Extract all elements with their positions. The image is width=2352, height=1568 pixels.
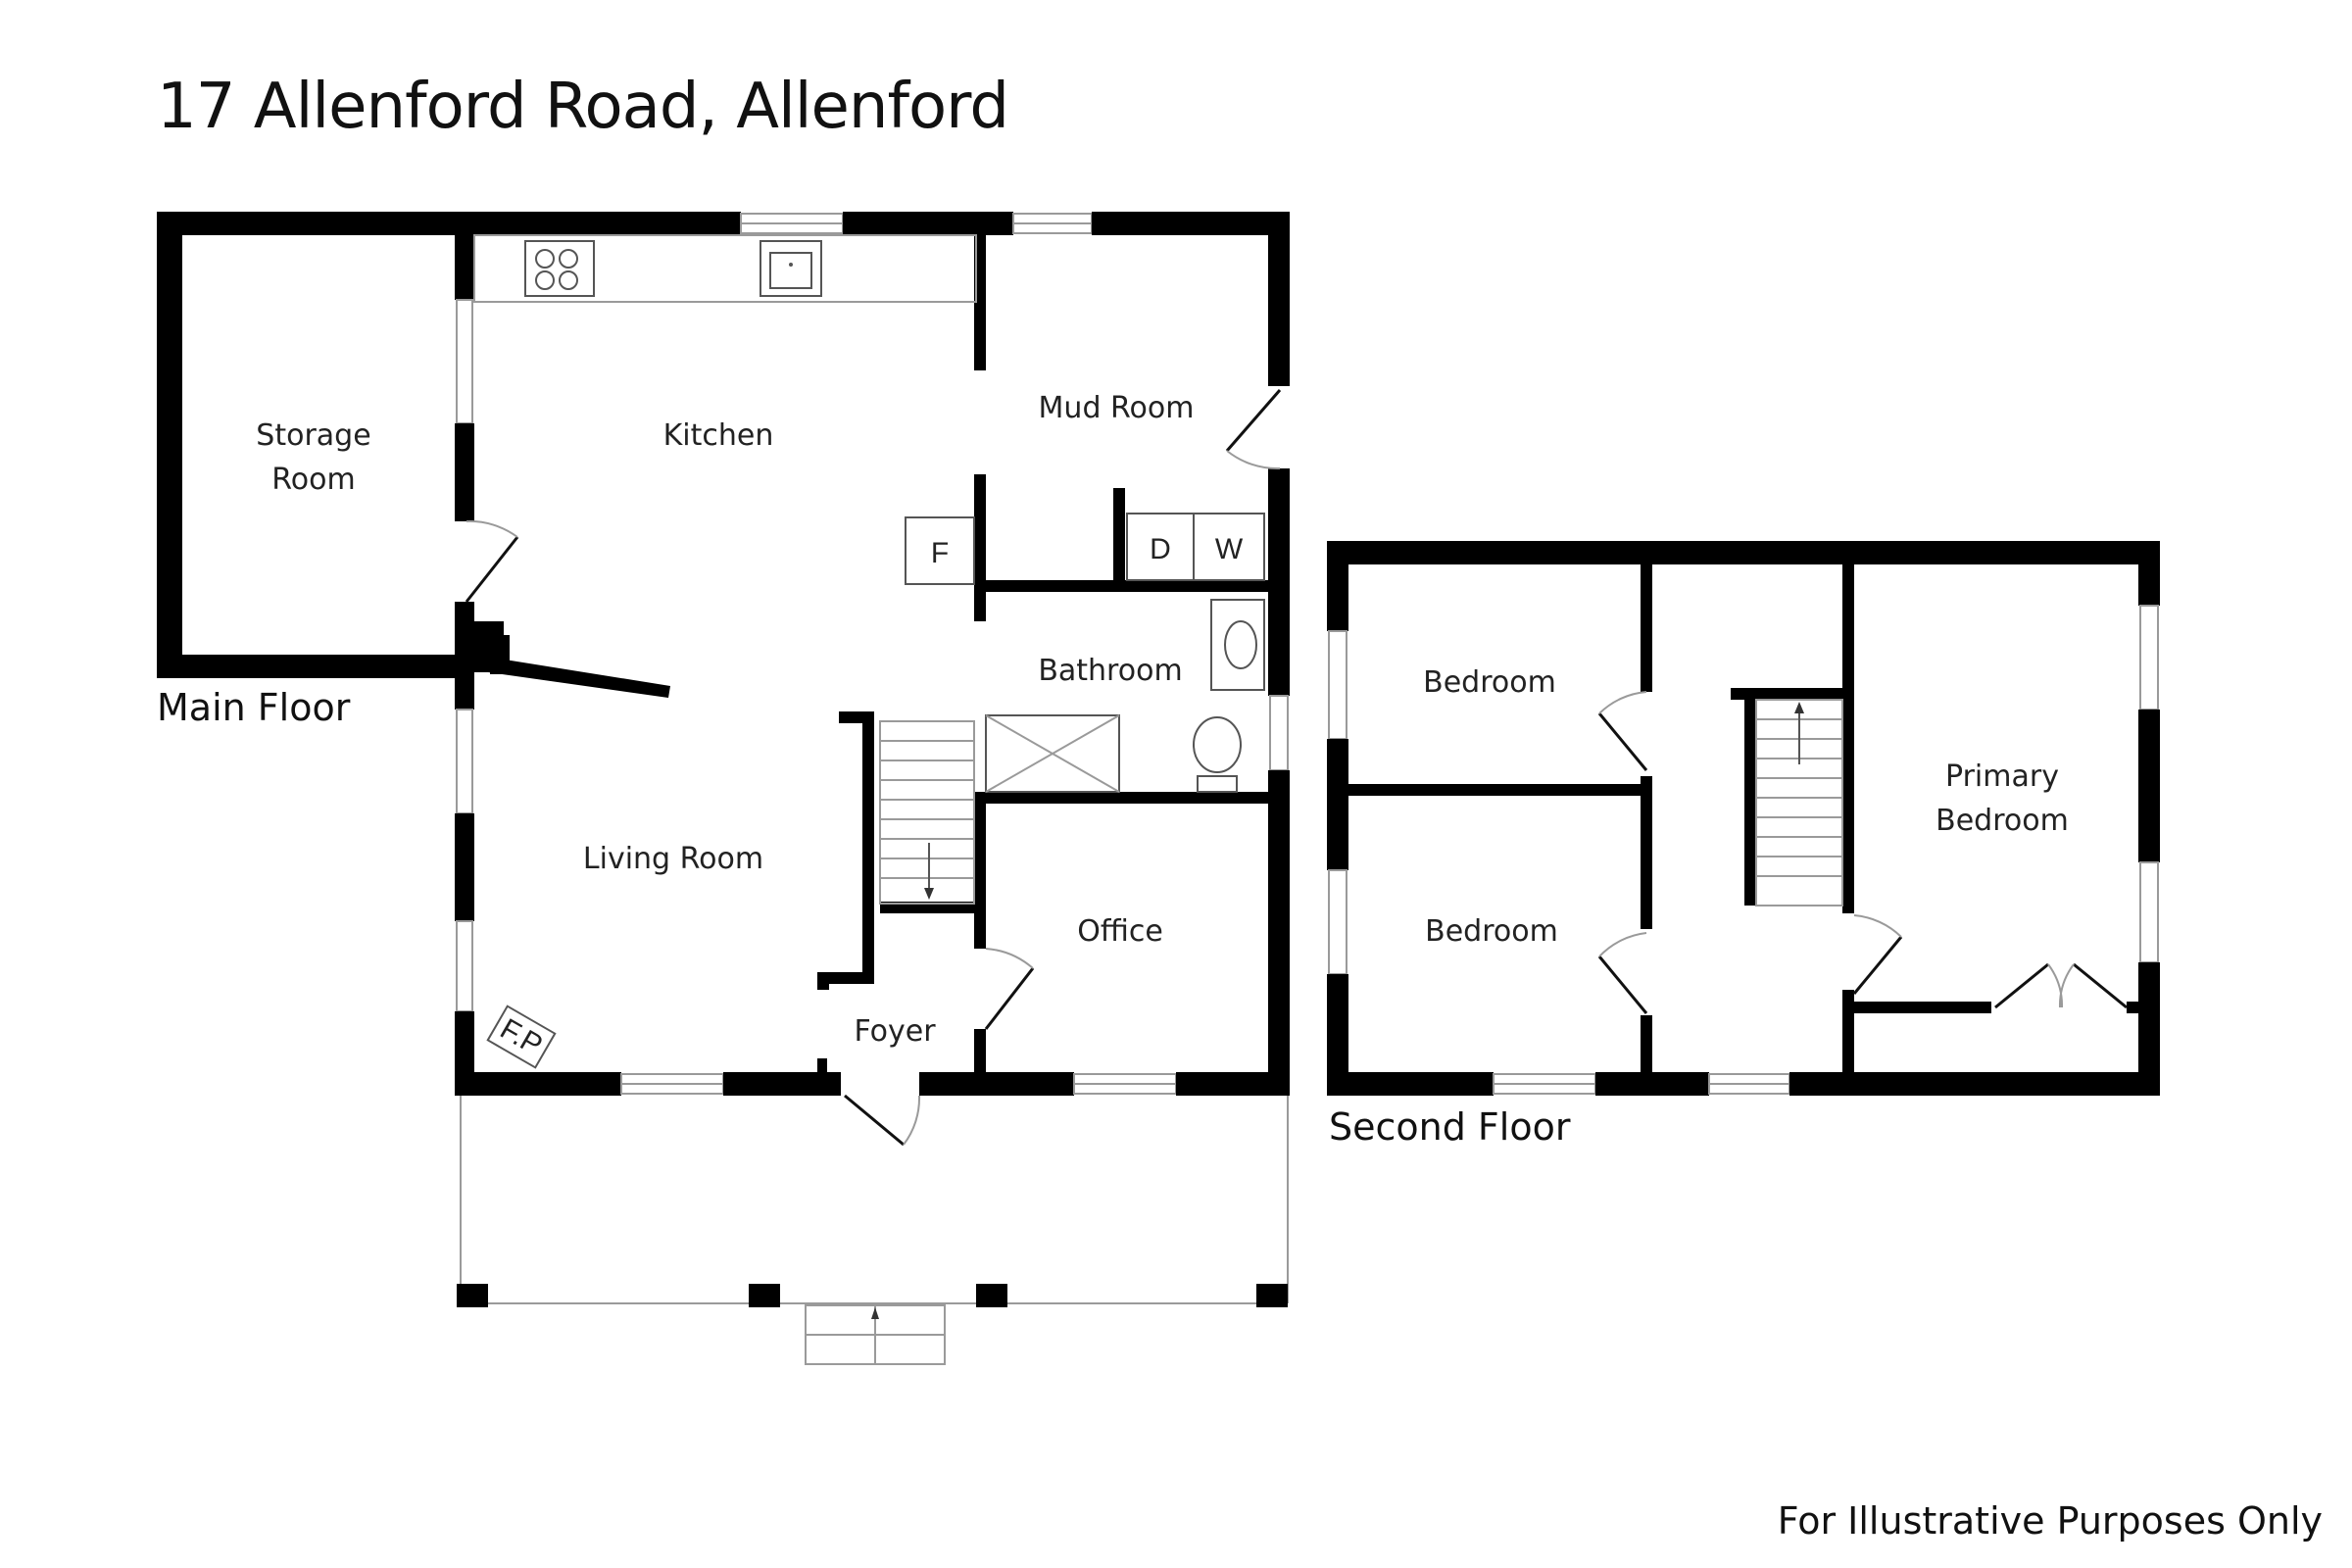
room-label-kitchen: Kitchen <box>663 418 774 453</box>
main-exterior-walls <box>451 212 1290 1096</box>
shower-icon <box>985 714 1120 793</box>
second-stairs <box>1755 699 1843 906</box>
primary-window-lower <box>2139 861 2159 963</box>
room-label-storage-2: Room <box>271 463 355 497</box>
room-label-primary: Primary <box>1945 760 2059 794</box>
room-label-mud-room: Mud Room <box>1039 391 1195 425</box>
bathroom-window <box>1269 695 1289 771</box>
front-porch <box>457 1096 1289 1365</box>
storage-room-walls <box>157 212 463 678</box>
bathroom-sink-icon <box>1210 599 1265 691</box>
kitchen-fixtures <box>473 234 977 303</box>
main-doors <box>465 389 1282 1147</box>
fireplace-fixture: F.P <box>486 1004 557 1069</box>
room-label-bathroom: Bathroom <box>1038 654 1182 688</box>
main-floor-plan: F D W <box>157 212 1290 1365</box>
fridge-label: F <box>931 537 949 569</box>
dryer-label: D <box>1150 533 1171 565</box>
second-exterior-walls <box>1327 541 2160 1096</box>
room-label-bedroom-top: Bedroom <box>1423 665 1556 700</box>
main-floor-label: Main Floor <box>157 686 351 729</box>
room-label-bedroom-bottom: Bedroom <box>1425 914 1558 949</box>
kitchen-side-window <box>456 299 473 424</box>
stove-icon <box>524 240 595 297</box>
room-label-storage: Storage <box>256 418 370 453</box>
second-doors <box>1597 691 2128 1014</box>
living-window-lower <box>456 920 473 1012</box>
second-floor-label: Second Floor <box>1329 1105 1571 1149</box>
kitchen-sink-icon <box>760 240 822 297</box>
main-stairs <box>879 720 975 905</box>
main-room-labels: Storage Room Kitchen Mud Room Bathroom L… <box>256 391 1194 1049</box>
fridge-fixture: F <box>905 516 975 585</box>
bathroom-fixtures <box>985 599 1265 793</box>
fireplace-label: F.P <box>495 1012 548 1061</box>
primary-window-upper <box>2139 605 2159 710</box>
room-label-foyer: Foyer <box>854 1014 936 1049</box>
bedroom-bottom-side-window <box>1328 869 1348 975</box>
living-window-upper <box>456 709 473 814</box>
washer-label: W <box>1215 533 1244 565</box>
second-interior-walls <box>1348 564 2150 1076</box>
toilet-icon <box>1193 716 1242 773</box>
laundry-fixtures: D W <box>1126 513 1265 581</box>
room-label-living-room: Living Room <box>583 842 763 876</box>
room-label-office: Office <box>1077 914 1163 949</box>
page-title: 17 Allenford Road, Allenford <box>157 71 1009 143</box>
second-room-labels: Bedroom Bedroom Primary Bedroom <box>1423 665 2069 949</box>
second-floor-plan: Bedroom Bedroom Primary Bedroom <box>1327 541 2160 1096</box>
disclaimer-text: For Illustrative Purposes Only <box>1777 1499 2323 1543</box>
room-label-primary-2: Bedroom <box>1936 804 2069 838</box>
bedroom-top-window <box>1328 630 1348 740</box>
